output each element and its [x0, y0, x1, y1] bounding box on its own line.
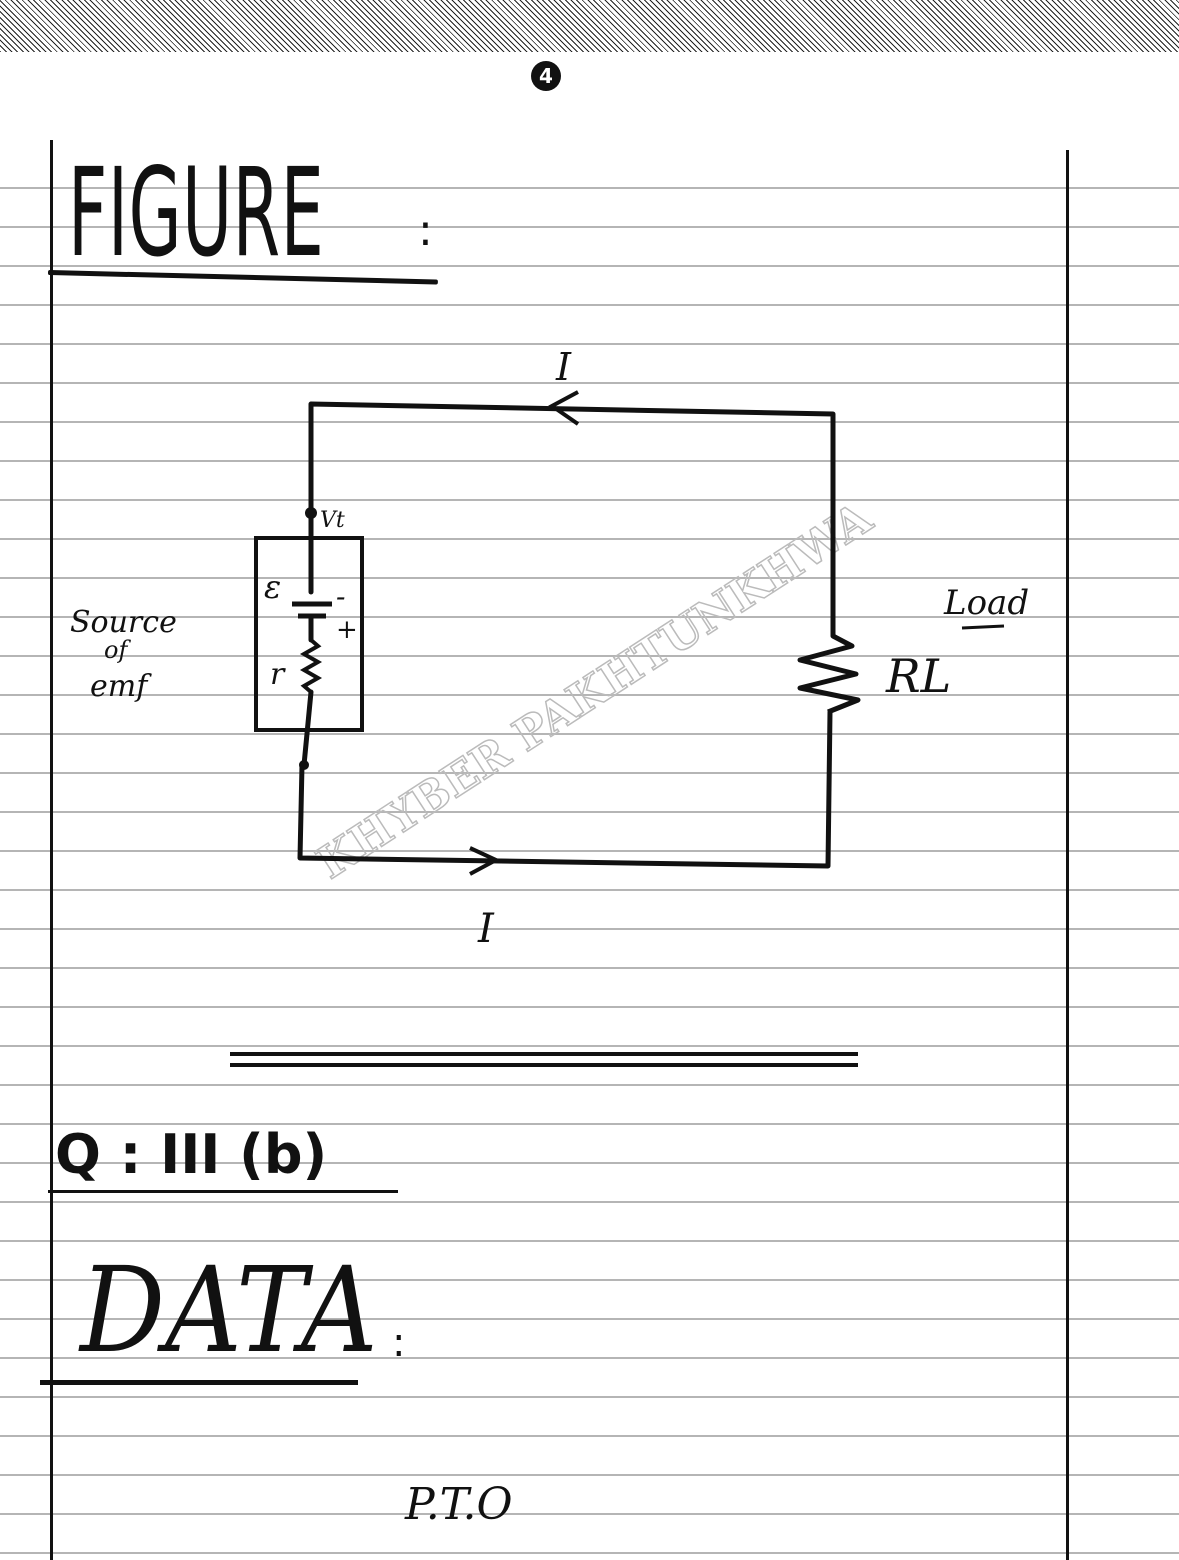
data-heading-colon: :: [392, 1320, 406, 1366]
ruled-notebook-lines: [0, 150, 1179, 1560]
current-arrow-top: [548, 390, 580, 426]
internal-resistor: [299, 638, 323, 694]
emf-label: ε: [264, 568, 281, 606]
figure-heading-colon: :: [418, 205, 433, 256]
current-arrow-bottom: [469, 846, 501, 876]
scan-border-hatching: [0, 0, 1179, 52]
circuit-wires: [297, 401, 836, 869]
source-of-emf-box: [254, 536, 364, 732]
plus-sign: +: [336, 615, 358, 645]
pto-note: P.T.O: [405, 1479, 513, 1530]
left-margin-line: [50, 140, 53, 1560]
data-heading: DATA: [80, 1241, 378, 1379]
terminal-node-bottom: [299, 760, 309, 770]
internal-resistance-label: r: [270, 657, 286, 692]
current-label-bottom: I: [477, 906, 495, 952]
watermark-text: KHYBER PAKHTUNKHWA: [308, 492, 881, 889]
figure-heading: FIGURE: [68, 142, 325, 284]
load-resistor-label: RL: [885, 649, 951, 703]
section-divider-lower: [230, 1063, 858, 1067]
load-label: Load: [943, 583, 1029, 623]
right-margin-line: [1066, 150, 1069, 1560]
section-divider-upper: [230, 1052, 858, 1056]
page-number-badge: 4: [531, 61, 561, 91]
current-label-top: I: [555, 345, 572, 389]
terminal-node-top: [305, 507, 317, 519]
terminal-voltage-label: Vt: [320, 508, 345, 533]
data-heading-underline: [40, 1380, 358, 1385]
source-label-line3: emf: [90, 669, 152, 704]
source-label-line2: of: [104, 636, 131, 664]
question-label: Q : III (b): [55, 1123, 328, 1186]
load-resistor: [797, 633, 861, 715]
source-label-line1: Source: [70, 605, 177, 640]
question-label-underline: [48, 1190, 398, 1193]
minus-sign: -: [336, 580, 345, 613]
load-label-underline: [961, 624, 1005, 630]
